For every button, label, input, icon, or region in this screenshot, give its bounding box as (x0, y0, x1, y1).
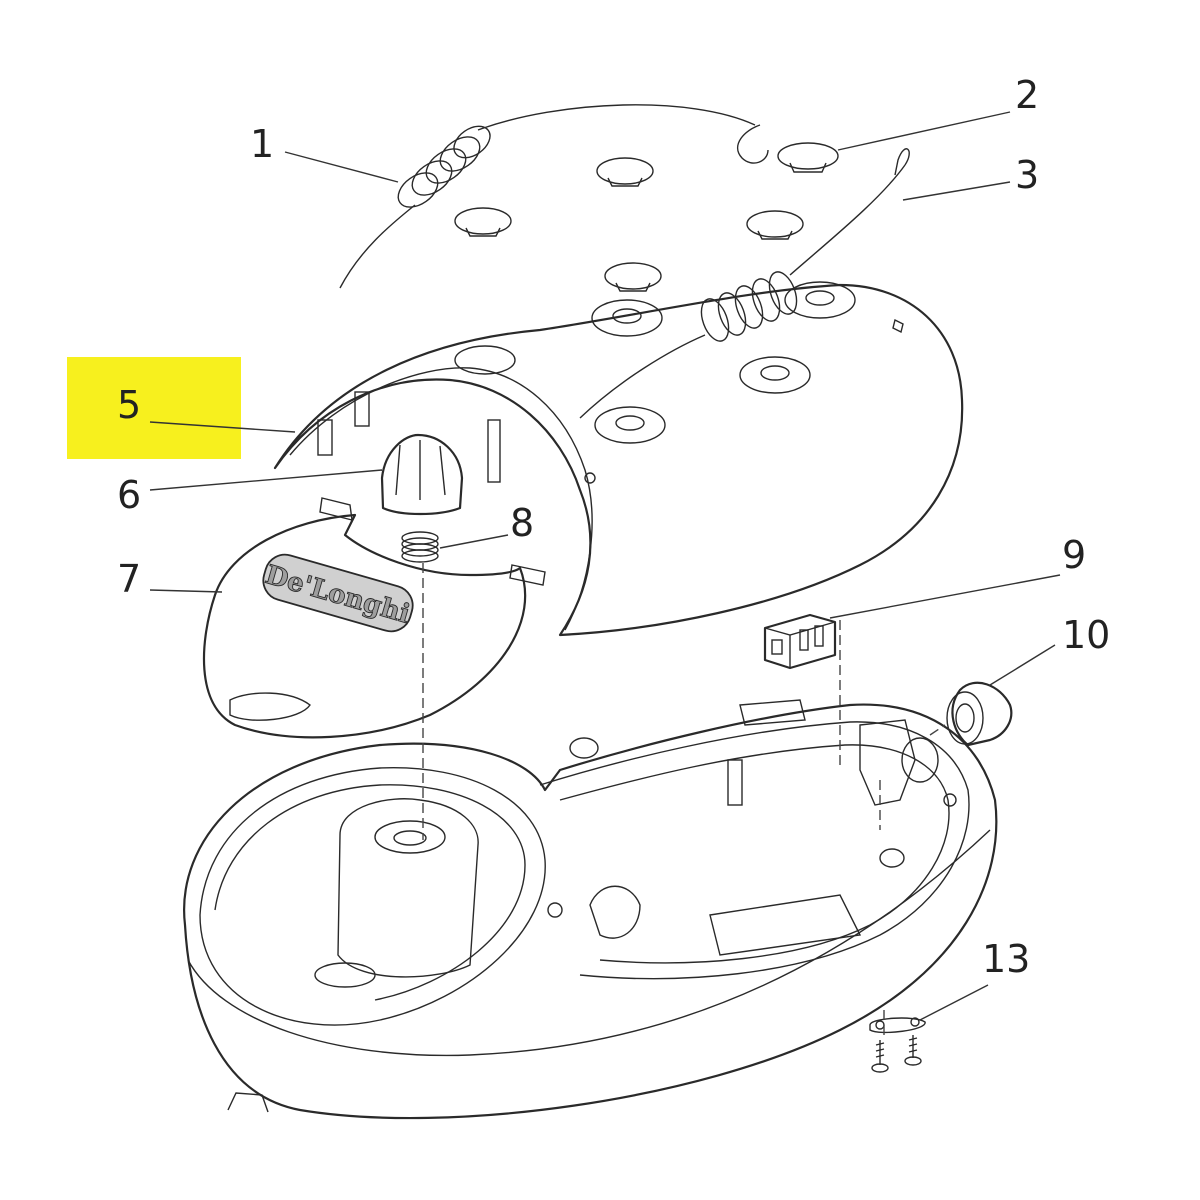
callout-9: 9 (1062, 533, 1086, 577)
brand-logo: De'Longhi (261, 553, 414, 633)
cover-bosses (454, 281, 856, 444)
coil-3 (700, 271, 798, 342)
rubber-caps-part-2 (454, 142, 839, 292)
callout-13: 13 (982, 937, 1030, 981)
callout-8: 8 (510, 501, 534, 545)
callout-2: 2 (1015, 73, 1039, 117)
assembly-centerlines (422, 563, 946, 1040)
callout-6: 6 (117, 473, 141, 517)
callout-3: 3 (1015, 153, 1039, 197)
callout-5: 5 (117, 383, 141, 427)
callout-labels: 1 2 3 5 6 7 8 9 10 13 (117, 73, 1110, 981)
spring-part-8 (401, 531, 439, 563)
lid-part-7: De'Longhi (202, 497, 546, 739)
top-cover-part-5 (273, 281, 964, 637)
callout-1: 1 (250, 122, 274, 166)
cone-part-6 (380, 433, 464, 516)
callout-7: 7 (117, 557, 141, 601)
highlight-box-5 (67, 357, 241, 459)
spring-wire-part-1 (339, 104, 769, 289)
knob-part-10 (946, 681, 1013, 747)
coil-1 (397, 125, 491, 208)
spring-wire-part-3 (579, 148, 910, 419)
callout-10: 10 (1062, 613, 1110, 657)
base-housing (183, 699, 998, 1120)
callout-leaders (149, 111, 1061, 1021)
plate-and-screws-part-13 (869, 1017, 926, 1073)
switch-part-9 (763, 613, 837, 670)
